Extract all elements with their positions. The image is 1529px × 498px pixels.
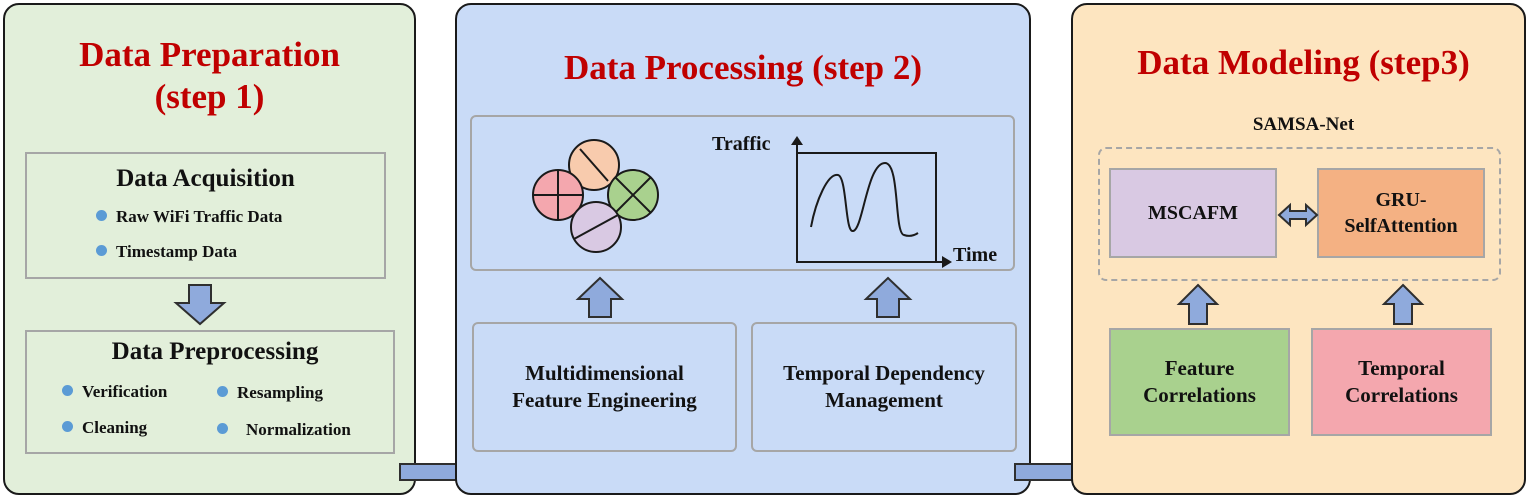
acquisition-item-timestamp: Timestamp Data	[96, 242, 237, 262]
acquisition-item-raw-wifi: Raw WiFi Traffic Data	[96, 207, 282, 227]
temporal-correlations-line1: Temporal	[1358, 355, 1445, 380]
temporal-dependency-line2: Management	[825, 388, 943, 412]
plot-xlabel: Time	[953, 244, 998, 266]
preprocessing-item-cleaning: Cleaning	[62, 418, 147, 438]
feature-engineering-box: Multidimensional Feature Engineering	[472, 322, 737, 452]
bullet-dot-icon	[96, 245, 107, 256]
up-arrow-icon	[863, 276, 913, 318]
up-arrow-icon	[575, 276, 625, 318]
gru-line1: GRU-	[1375, 189, 1427, 211]
feature-engineering-line2: Feature Engineering	[512, 388, 697, 412]
preprocessing-item-verification: Verification	[62, 382, 167, 402]
data-preprocessing-title: Data Preprocessing	[111, 338, 319, 365]
up-arrow-icon	[1176, 283, 1220, 325]
gru-line2: SelfAttention	[1344, 215, 1458, 237]
down-arrow-icon	[173, 284, 227, 326]
feature-correlations-line1: Feature	[1164, 355, 1235, 380]
gru-selfattention-block: GRU- SelfAttention	[1317, 168, 1485, 258]
step2-title: Data Processing (step 2)	[563, 48, 923, 87]
step1-title-line2: (step 1)	[154, 77, 265, 116]
preprocessing-item-resampling: Resampling	[217, 383, 323, 403]
bullet-dot-icon	[217, 386, 228, 397]
samsa-net-container	[1098, 147, 1501, 281]
data-acquisition-box	[25, 152, 386, 279]
feature-engineering-line1: Multidimensional	[525, 360, 684, 385]
traffic-time-plot	[791, 136, 952, 268]
step3-title: Data Modeling (step3)	[1137, 43, 1470, 82]
temporal-correlations-line2: Correlations	[1345, 383, 1458, 407]
temporal-dependency-box: Temporal Dependency Management	[751, 322, 1017, 452]
bidirectional-arrow-icon	[1277, 202, 1319, 228]
data-acquisition-title: Data Acquisition	[116, 165, 295, 192]
preprocessing-item-normalization: Normalization	[217, 420, 351, 440]
feature-correlations-line2: Correlations	[1143, 383, 1256, 407]
up-arrow-icon	[1381, 283, 1425, 325]
feature-correlations-box: Feature Correlations	[1109, 328, 1290, 436]
bullet-dot-icon	[62, 421, 73, 432]
bullet-dot-icon	[96, 210, 107, 221]
data-preprocessing-box	[25, 330, 395, 454]
samsa-net-label: SAMSA-Net	[1252, 114, 1355, 135]
bullet-dot-icon	[62, 385, 73, 396]
mscafm-block: MSCAFM	[1109, 168, 1277, 258]
plot-ylabel: Traffic	[712, 133, 771, 155]
step1-title: Data Preparation (step 1)	[3, 34, 416, 118]
bullet-dot-icon	[217, 423, 228, 434]
temporal-dependency-line1: Temporal Dependency	[783, 360, 985, 385]
feature-clusters-icon	[532, 139, 659, 253]
step1-title-line1: Data Preparation	[79, 35, 340, 74]
temporal-correlations-box: Temporal Correlations	[1311, 328, 1492, 436]
